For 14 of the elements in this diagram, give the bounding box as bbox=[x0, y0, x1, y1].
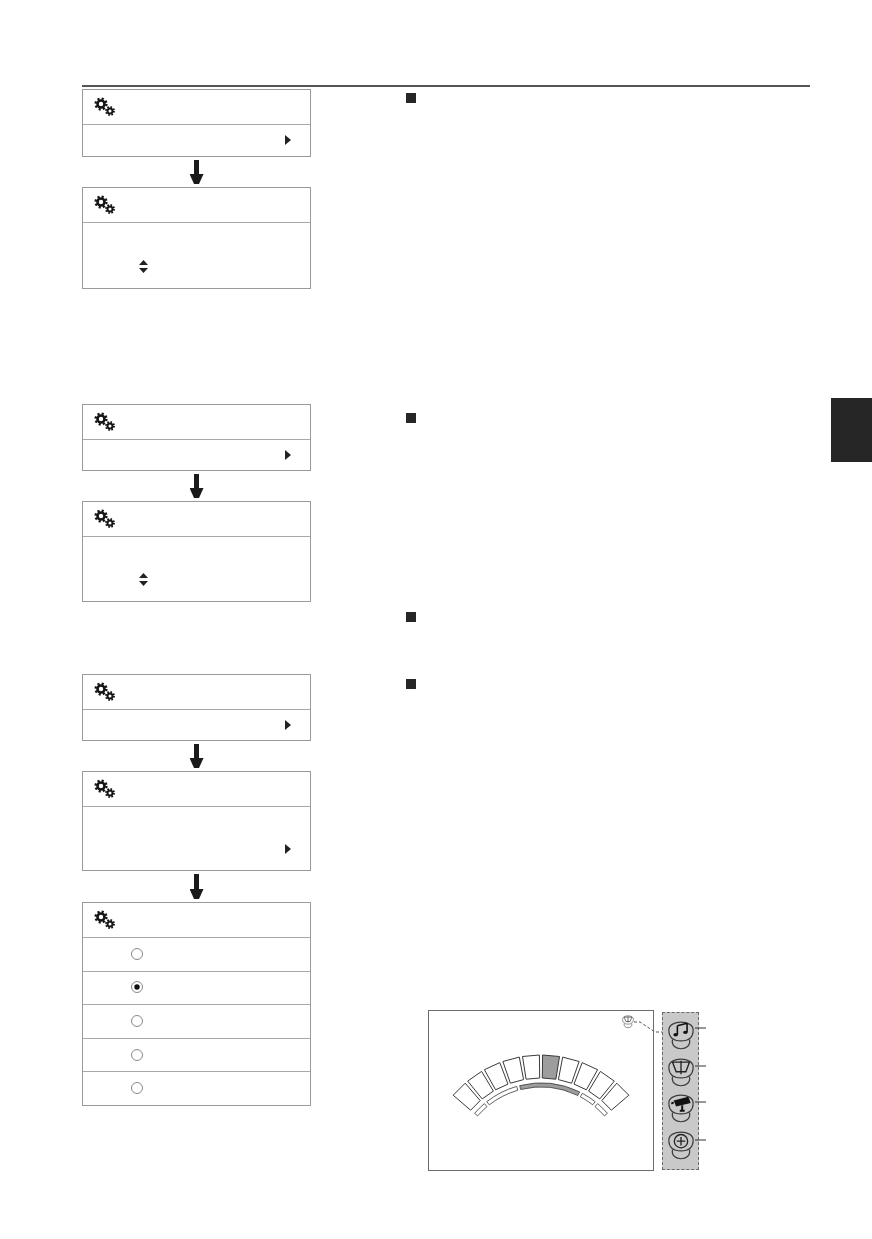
callout-line bbox=[633, 1021, 663, 1033]
menu-screen bbox=[82, 771, 311, 871]
menu-screen bbox=[82, 89, 311, 157]
leader-line bbox=[694, 1027, 707, 1029]
menu-screen bbox=[82, 404, 311, 471]
menu-screen bbox=[82, 902, 311, 1106]
menu-screen bbox=[82, 674, 311, 741]
leader-line bbox=[694, 1101, 707, 1103]
wiper-icon bbox=[622, 1014, 634, 1030]
leader-line bbox=[694, 1065, 707, 1067]
menu-screen bbox=[82, 187, 311, 289]
leader-line bbox=[694, 1139, 707, 1141]
icon-panel bbox=[662, 1012, 699, 1170]
menu-screen bbox=[82, 501, 311, 602]
